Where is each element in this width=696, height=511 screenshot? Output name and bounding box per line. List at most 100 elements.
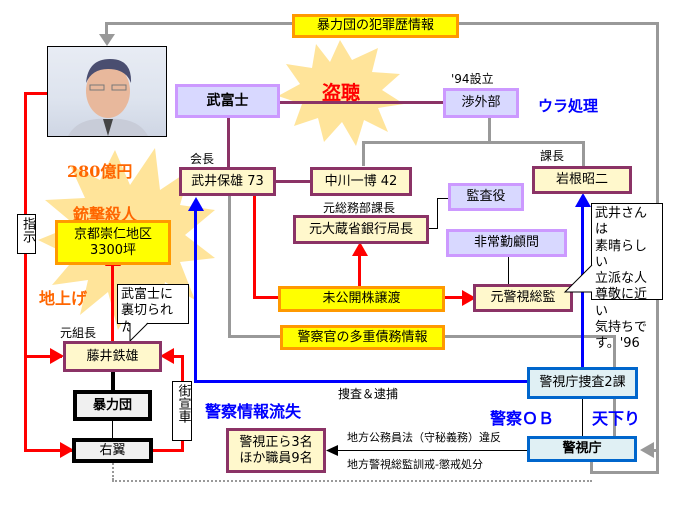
arrowhead-icon [462,290,476,306]
node-label: 武富士 [206,92,249,109]
connector-line [437,198,449,199]
banner-text: 暴力団の犯罪歴情報 [316,18,434,34]
node-mpd-2ka[interactable]: 警視庁捜査2課 [527,367,638,399]
node-mpd[interactable]: 警視庁 [527,436,637,462]
connector-line [358,250,361,287]
callout-line: す。'96 [595,336,640,351]
connector-line [445,335,615,338]
ex-kumicho-label: 元組長 [60,326,97,340]
node-label: 渉外部 [461,95,501,111]
node-nakagawa[interactable]: 中川一博 42 [310,167,412,196]
node-unlisted-shares[interactable]: 未公開株譲渡 [278,286,445,312]
connector-line [111,372,115,392]
node-label: 監査役 [466,189,506,205]
callout-line: 尊敬に近い [595,287,648,319]
connector-line [582,398,583,436]
node-label: 警察官の多重債務情報 [297,329,428,345]
connector-line [582,141,585,166]
connector-line [24,355,62,358]
node-label: 未公開株譲渡 [322,291,401,307]
callout-line: 気持ちで [595,319,648,335]
node-label: 中川一博 42 [324,173,398,189]
dotted-connector [112,480,592,482]
node-boryokudan[interactable]: 暴力団 [73,390,152,421]
connector-line [508,256,509,286]
arrowhead-icon [188,197,204,211]
node-fujii[interactable]: 藤井鉄雄 [63,341,162,372]
connector-line [444,296,470,299]
connector-line [362,141,584,144]
node-punished[interactable]: 警視正ら3名 ほか職員9名 [226,428,326,473]
connector-line [228,335,280,338]
connector-line [590,460,593,474]
connector-line [228,192,231,337]
investigation-label: 捜査＆逮捕 [338,387,399,401]
node-hijokin[interactable]: 非常勤顧問 [446,229,567,257]
node-label: 岩根昭二 [555,172,608,188]
node-uyoku[interactable]: 右翼 [72,438,153,463]
node-label: 警視庁捜査2課 [539,375,626,391]
arrowhead-icon [326,445,338,456]
connector-line [194,208,197,382]
connector-line [437,198,438,229]
connector-line [24,449,72,452]
connector-line [253,296,279,299]
arrowhead-icon [50,348,64,364]
connector-line [458,22,658,25]
node-label: 3300坪 [89,242,137,258]
node-label: 警視庁 [562,441,602,457]
node-ex-commissioner[interactable]: 元警視総監 [473,284,573,312]
starburst-eavesdrop [278,40,404,146]
node-shogaibu[interactable]: 渉外部 [443,88,519,118]
betrayed-callout: 武富士に 裏切られた [117,284,189,335]
connector-line [24,92,48,95]
node-takei[interactable]: 武井保雄 73 [179,167,276,196]
node-label: 藤井鉄雄 [86,348,139,364]
node-kyoto-sujin[interactable]: 京都崇仁地区 3300坪 [55,220,171,265]
gaisensha-tag: 街宣車 [172,381,192,441]
shiji-tag: 指示 [17,214,36,254]
connector-line [105,22,108,40]
node-label: 元大蔵省銀行局長 [308,221,413,237]
node-police-debt-info[interactable]: 警察官の多重債務情報 [280,325,445,350]
arrowhead-icon [575,193,591,207]
connector-line [111,262,114,342]
ura-shori-label: ウラ処理 [538,97,599,115]
callout-line: 素晴らしい [595,238,648,270]
tag-text: 指示 [19,217,35,243]
amount-label: 280億円 [67,162,133,181]
leak-label: 警察情報流失 [205,402,302,421]
kaicho-label: 会長 [190,152,215,166]
boryokudan-criminal-record-banner: 暴力団の犯罪歴情報 [292,14,459,38]
node-kansayaku[interactable]: 監査役 [448,183,524,211]
callout-line: 立派な人 [595,271,648,286]
arrowhead-icon [352,242,368,256]
land-grab-label: 地上げ [39,289,88,308]
quote-callout: 武井さんは 素晴らしい 立派な人 尊敬に近い 気持ちで す。'96 [591,203,663,351]
node-label: 元警視総監 [490,290,556,306]
person-icon [68,59,148,136]
connector-line [152,449,184,452]
node-label: ほか職員9名 [239,450,313,466]
node-label: 暴力団 [92,397,132,413]
connector-line [590,471,659,474]
node-label: 右翼 [99,442,126,458]
arrowhead-icon [640,442,654,458]
node-label: 非常勤顧問 [473,235,539,251]
node-label: 武井保雄 73 [191,173,264,189]
node-ex-mof[interactable]: 元大蔵省銀行局長 [293,215,429,244]
node-iwane[interactable]: 岩根昭二 [532,166,632,194]
connector-line [330,450,527,451]
connector-line [105,22,293,25]
connector-line [428,228,438,229]
tag-text: 街宣車 [175,384,191,423]
connector-line [227,118,230,168]
connector-line [275,180,315,183]
connector-line [280,101,445,104]
violation-label: 地方公務員法（守秘義務）違反 [347,431,501,444]
connector-line [24,92,27,451]
node-takefuji[interactable]: 武富士 [175,84,280,118]
arrowhead-icon [60,442,74,458]
eavesdrop-label: 盗聴 [322,82,361,104]
portrait-photo [47,46,167,137]
